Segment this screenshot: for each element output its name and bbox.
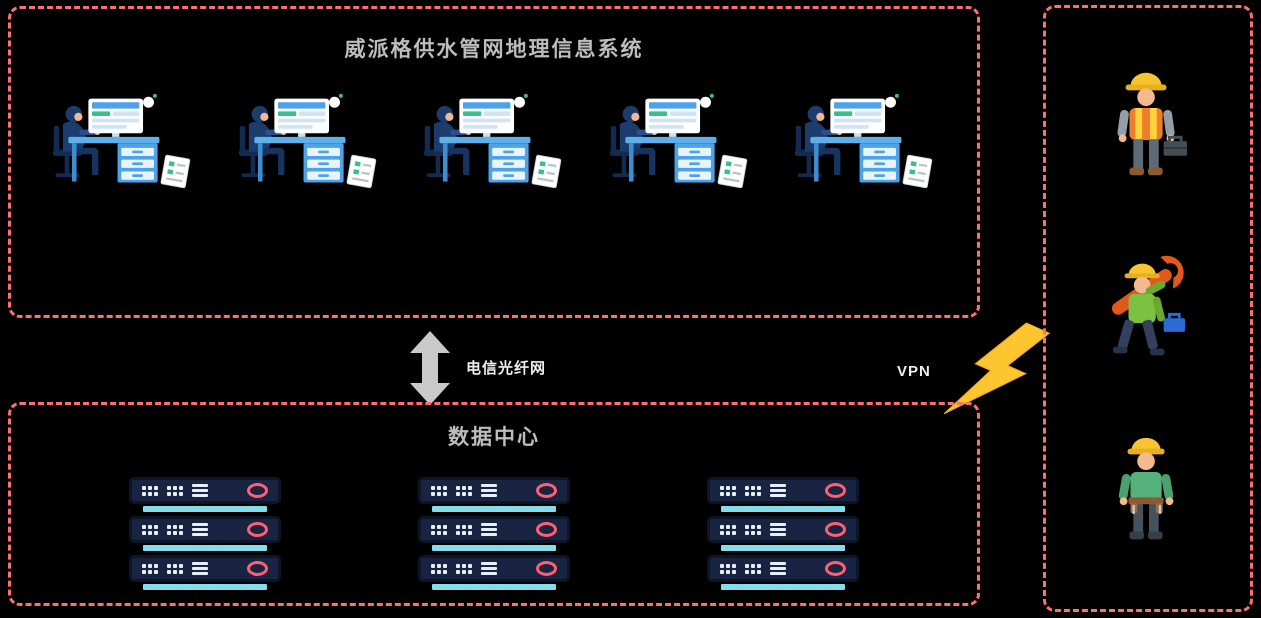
fiber-link <box>406 331 454 405</box>
operator-workstation-icon <box>609 93 747 189</box>
server-unit <box>129 555 282 582</box>
server-module <box>706 477 859 516</box>
server-shelf-stripe <box>143 584 268 590</box>
server-module <box>129 555 282 594</box>
server-drive-slots <box>480 523 497 536</box>
server-shelf-stripe <box>431 506 556 512</box>
server-module <box>417 516 570 555</box>
server-vent-dots <box>142 485 159 496</box>
server-shelf-stripe <box>143 545 268 551</box>
server-vent-dots <box>455 524 472 535</box>
server-power-led-icon <box>535 483 557 498</box>
field-worker-toolbox-icon <box>1117 72 1188 175</box>
server-drive-slots <box>192 523 209 536</box>
server-drive-slots <box>192 484 209 497</box>
fiber-network-label: 电信光纤网 <box>466 360 547 377</box>
data-center-title: 数据中心 <box>448 426 540 449</box>
server-power-led-icon <box>247 561 269 576</box>
server-rack-row <box>11 477 977 594</box>
server-rack <box>129 477 282 594</box>
operator-workstation-icon <box>238 93 376 189</box>
server-unit <box>706 516 859 543</box>
server-module <box>706 516 859 555</box>
server-power-led-icon <box>824 483 846 498</box>
field-worker-wrench-icon <box>1111 255 1186 355</box>
server-shelf-stripe <box>720 506 845 512</box>
server-shelf-stripe <box>431 545 556 551</box>
server-vent-dots <box>142 563 159 574</box>
server-power-led-icon <box>535 522 557 537</box>
server-power-led-icon <box>824 561 846 576</box>
data-center-box: 数据中心 <box>8 402 980 606</box>
server-vent-dots <box>719 563 736 574</box>
server-vent-dots <box>167 524 184 535</box>
server-vent-dots <box>744 524 761 535</box>
server-vent-dots <box>142 524 159 535</box>
server-vent-dots <box>430 485 447 496</box>
server-vent-dots <box>744 563 761 574</box>
server-vent-dots <box>744 485 761 496</box>
server-unit <box>129 516 282 543</box>
server-unit <box>129 477 282 504</box>
server-unit <box>706 555 859 582</box>
server-vent-dots <box>430 563 447 574</box>
server-power-led-icon <box>247 483 269 498</box>
server-power-led-icon <box>535 561 557 576</box>
server-module <box>129 516 282 555</box>
vpn-link <box>943 312 1051 432</box>
server-unit <box>706 477 859 504</box>
server-unit <box>417 477 570 504</box>
server-module <box>417 555 570 594</box>
server-drive-slots <box>192 562 209 575</box>
workstation-row <box>11 91 977 191</box>
server-shelf-stripe <box>431 584 556 590</box>
server-drive-slots <box>769 562 786 575</box>
gis-system-box: 威派格供水管网地理信息系统 <box>8 6 980 318</box>
lightning-bolt-icon <box>943 322 1051 415</box>
server-power-led-icon <box>247 522 269 537</box>
server-unit <box>417 555 570 582</box>
operator-workstation-icon <box>52 93 191 189</box>
field-workers-box <box>1043 5 1253 612</box>
server-vent-dots <box>167 485 184 496</box>
server-module <box>706 555 859 594</box>
server-vent-dots <box>430 524 447 535</box>
server-drive-slots <box>769 484 786 497</box>
server-vent-dots <box>455 485 472 496</box>
server-drive-slots <box>480 562 497 575</box>
server-vent-dots <box>719 485 736 496</box>
server-shelf-stripe <box>720 584 845 590</box>
operator-workstation-icon <box>423 93 562 189</box>
server-rack <box>417 477 570 594</box>
server-shelf-stripe <box>143 506 268 512</box>
server-module <box>129 477 282 516</box>
server-power-led-icon <box>824 522 846 537</box>
gis-system-title: 威派格供水管网地理信息系统 <box>344 38 644 61</box>
server-vent-dots <box>719 524 736 535</box>
operator-workstation-icon <box>794 93 933 189</box>
server-drive-slots <box>480 484 497 497</box>
server-drive-slots <box>769 523 786 536</box>
vpn-label: VPN <box>897 363 931 380</box>
server-vent-dots <box>167 563 184 574</box>
double-arrow-icon <box>410 331 450 405</box>
server-unit <box>417 516 570 543</box>
server-vent-dots <box>455 563 472 574</box>
server-rack <box>706 477 859 594</box>
server-module <box>417 477 570 516</box>
server-shelf-stripe <box>720 545 845 551</box>
field-worker-toolbelt-icon <box>1118 437 1174 539</box>
